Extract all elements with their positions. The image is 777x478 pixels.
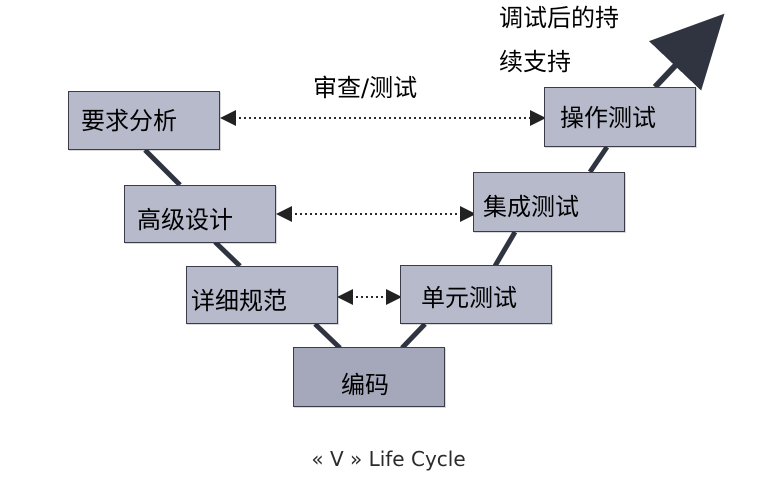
node-integration-test [473, 172, 625, 232]
node-coding [293, 347, 445, 407]
v-line-left-top [143, 148, 182, 187]
diagram-caption: « V » Life Cycle [311, 447, 466, 471]
v-line-right-top [587, 145, 610, 174]
support-arrow-line [648, 13, 725, 91]
v-line-right-mid [492, 230, 518, 268]
node-requirements [68, 91, 220, 150]
node-integration-test-label: 集成测试 [483, 193, 579, 221]
node-unit-test [400, 265, 552, 324]
review-test-label: 审查/测试 [313, 74, 418, 102]
node-detailed-spec [186, 266, 338, 324]
node-requirements-label: 要求分析 [81, 107, 177, 135]
v-line-left-mid [213, 240, 242, 268]
node-coding-label: 编码 [341, 371, 389, 399]
v-line-right-bottom [400, 322, 427, 350]
support-label-line1: 调试后的持 [499, 4, 619, 32]
node-unit-test-label: 单元测试 [421, 284, 517, 312]
node-operation-test-label: 操作测试 [560, 104, 656, 132]
node-high-level-design [124, 185, 276, 243]
node-operation-test [544, 87, 696, 147]
node-detailed-spec-label: 详细规范 [191, 287, 287, 315]
v-line-left-bottom [313, 322, 342, 350]
node-high-level-design-label: 高级设计 [137, 206, 233, 234]
support-label-line2: 续支持 [499, 48, 571, 76]
